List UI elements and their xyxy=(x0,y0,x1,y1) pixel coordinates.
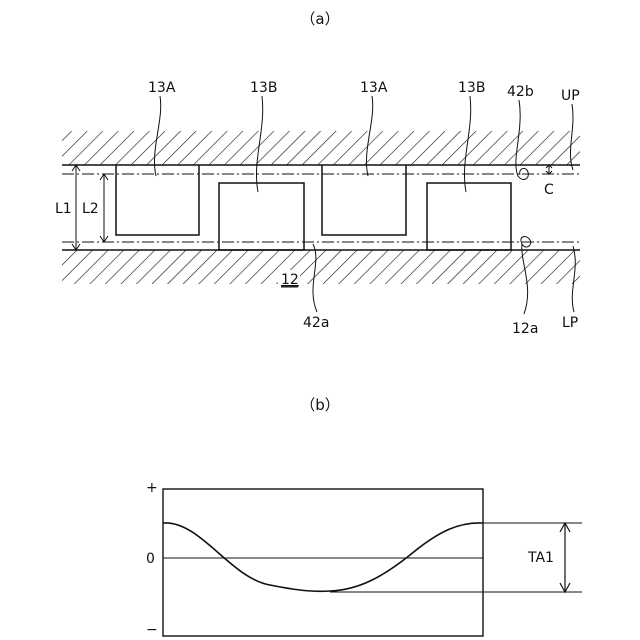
pin-13a-2 xyxy=(322,165,406,235)
pin-13a-1 xyxy=(116,165,199,235)
ta1-dimension-arrow xyxy=(560,523,570,592)
panel-a-caption: （a） xyxy=(300,10,339,28)
pin-label-13a-2: 13A xyxy=(360,80,388,96)
clearance-c-dimension xyxy=(546,165,552,174)
pin-label-13a-1: 13A xyxy=(148,80,176,96)
ref-42b: 42b xyxy=(507,84,534,100)
axis-minus-label: − xyxy=(146,622,158,638)
graph-frame xyxy=(163,489,483,636)
axis-plus-label: + xyxy=(146,480,158,496)
ref-12: 12 xyxy=(281,272,299,288)
ref-lp: LP xyxy=(562,315,578,331)
upper-plate xyxy=(62,131,580,165)
axis-zero-label: 0 xyxy=(146,551,155,567)
pin-label-13b-2: 13B xyxy=(458,80,485,96)
pin-label-13b-1: 13B xyxy=(250,80,277,96)
l2-dimension xyxy=(100,174,108,242)
pin-13b-1 xyxy=(219,183,304,250)
ref-12a: 12a xyxy=(512,321,538,337)
ref-l1: L1 xyxy=(55,201,72,217)
pin-13b-2 xyxy=(427,183,511,250)
ref-up: UP xyxy=(561,88,580,104)
lower-plate xyxy=(62,250,580,284)
ref-c: C xyxy=(544,182,554,198)
panel-b-caption: （b） xyxy=(300,396,340,414)
ref-l2: L2 xyxy=(82,201,99,217)
ref-ta1: TA1 xyxy=(527,550,554,566)
l1-dimension xyxy=(72,165,80,250)
waveform-curve xyxy=(163,523,483,591)
ref-42a: 42a xyxy=(303,315,329,331)
